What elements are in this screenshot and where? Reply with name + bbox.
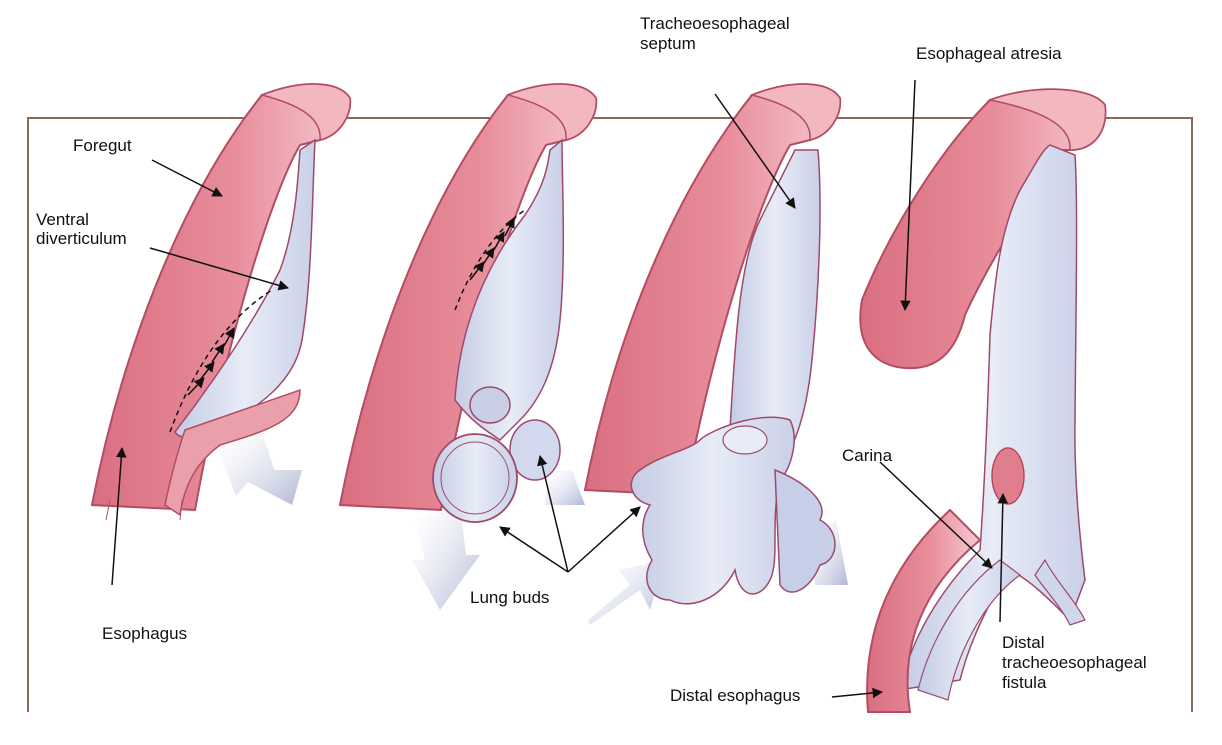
label-tracheoesophageal-septum-line-1: Tracheoesophageal <box>640 14 790 33</box>
stage-2-lung-buds <box>338 83 598 610</box>
label-tracheoesophageal-septum-line-2: septum <box>640 34 696 53</box>
label-distal-esophagus: Distal esophagus <box>670 686 801 705</box>
label-esophageal-atresia: Esophageal atresia <box>916 44 1062 63</box>
label-distal-fistula-line-3: fistula <box>1002 673 1047 692</box>
stage-3-septum <box>583 83 848 625</box>
label-distal-fistula-line-2: tracheoesophageal <box>1002 653 1147 672</box>
label-ventral-diverticulum-line-1: Ventral <box>36 210 89 229</box>
stage-1-foregut <box>90 83 352 521</box>
label-esophagus: Esophagus <box>102 624 188 643</box>
label-carina: Carina <box>842 446 893 465</box>
growth-arrow-icon <box>545 470 585 505</box>
label-lung-buds: Lung buds <box>470 588 550 607</box>
frame-border <box>27 117 1193 712</box>
stage-4-atresia-fistula <box>859 88 1107 713</box>
growth-arrow-icon <box>588 560 665 625</box>
growth-arrow-icon <box>412 505 480 610</box>
fold-arrow-icon <box>469 217 515 281</box>
fold-arrow-icon <box>187 327 235 396</box>
label-distal-fistula-line-1: Distal <box>1002 633 1045 652</box>
label-ventral-diverticulum-line-2: diverticulum <box>36 229 127 248</box>
growth-arrow-icon <box>218 430 302 505</box>
label-foregut: Foregut <box>73 136 132 155</box>
pointer-lines <box>111 79 1009 699</box>
